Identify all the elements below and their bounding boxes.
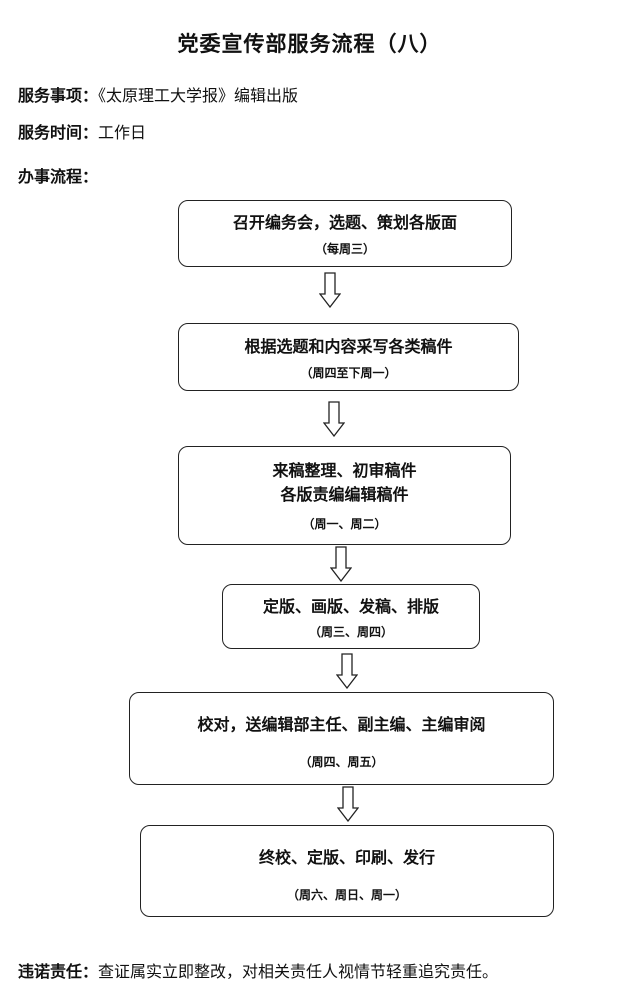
service-time-row: 服务时间：工作日	[18, 119, 146, 143]
service-time-label: 服务时间：	[18, 123, 99, 142]
flow-step-1-time: （每周三）	[314, 242, 375, 256]
flow-step-5: 校对，送编辑部主任、副主编、主编审阅 （周四、周五）	[129, 692, 554, 785]
flow-step-3: 来稿整理、初审稿件 各版责编编辑稿件 （周一、周二）	[178, 446, 511, 545]
flow-step-4-text: 定版、画版、发稿、排版	[262, 597, 439, 616]
flow-step-3-text-line-1: 来稿整理、初审稿件	[272, 461, 417, 480]
process-row: 办事流程：	[18, 163, 98, 187]
down-arrow-icon	[323, 401, 345, 437]
flow-step-1-text: 召开编务会，选题、策划各版面	[232, 213, 457, 232]
down-arrow-icon	[336, 653, 358, 689]
flow-step-5-time: （周四、周五）	[299, 755, 384, 769]
violation-label: 违诺责任：	[18, 962, 99, 981]
service-item-label: 服务事项：	[18, 86, 99, 105]
process-label: 办事流程：	[18, 167, 99, 186]
flow-step-5-text: 校对，送编辑部主任、副主编、主编审阅	[197, 715, 486, 734]
down-arrow-icon	[319, 272, 341, 308]
service-item-value: 《太原理工大学报》编辑出版	[98, 86, 299, 105]
violation-row: 违诺责任：查证属实立即整改，对相关责任人视情节轻重追究责任。	[18, 958, 498, 982]
flow-step-2: 根据选题和内容采写各类稿件 （周四至下周一）	[178, 323, 519, 391]
flow-step-3-time: （周一、周二）	[302, 517, 387, 531]
flow-step-6-text: 终校、定版、印刷、发行	[258, 848, 435, 867]
down-arrow-icon	[330, 546, 352, 582]
flow-step-3-text-line-2: 各版责编编辑稿件	[280, 485, 409, 504]
page-title: 党委宣传部服务流程（八）	[177, 31, 442, 56]
flow-step-1: 召开编务会，选题、策划各版面 （每周三）	[178, 200, 512, 267]
flow-step-4-time: （周三、周四）	[308, 625, 393, 639]
flow-step-2-text: 根据选题和内容采写各类稿件	[244, 337, 453, 356]
flow-step-6-time: （周六、周日、周一）	[286, 888, 407, 902]
violation-value: 查证属实立即整改，对相关责任人视情节轻重追究责任。	[98, 962, 499, 981]
flow-step-6: 终校、定版、印刷、发行 （周六、周日、周一）	[140, 825, 554, 917]
service-item-row: 服务事项：《太原理工大学报》编辑出版	[18, 82, 298, 106]
flow-step-4: 定版、画版、发稿、排版 （周三、周四）	[222, 584, 480, 649]
service-time-value: 工作日	[98, 123, 147, 142]
flow-step-2-time: （周四至下周一）	[300, 366, 397, 380]
down-arrow-icon	[337, 786, 359, 822]
